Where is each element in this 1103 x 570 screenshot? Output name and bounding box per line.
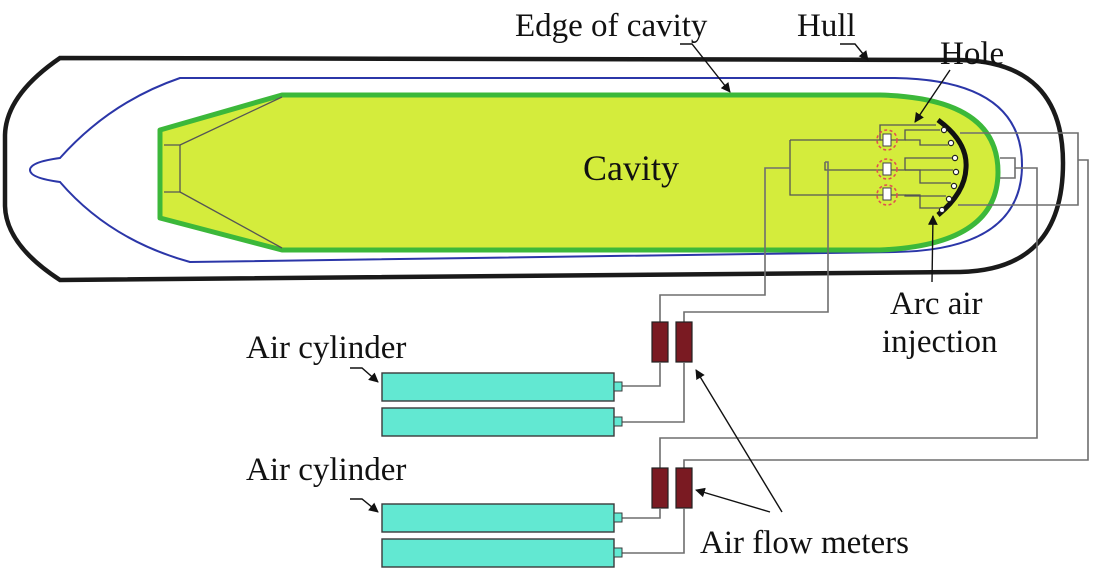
air-cylinder — [381, 538, 615, 568]
label-hull: Hull — [797, 8, 856, 44]
cavity-area — [157, 92, 1001, 253]
flow-meter-lower-left — [651, 467, 669, 509]
supply-pipes — [659, 132, 1089, 468]
flow-meter-lower-right — [675, 467, 693, 509]
leader-arc-injection — [927, 215, 938, 283]
leader-cylinder-top — [350, 367, 379, 383]
arc-injector-shell — [936, 117, 969, 217]
flow-meter-upper-right — [675, 321, 693, 363]
label-air-cylinder-top: Air cylinder — [246, 330, 406, 366]
hole-marker — [876, 184, 898, 206]
leader-flow-meter-lower — [695, 487, 771, 513]
air-cylinder — [381, 503, 615, 533]
air-cylinder — [381, 372, 615, 402]
label-arc-air-injection-line1: Arc air — [890, 286, 983, 322]
hole-marker — [876, 158, 898, 180]
label-air-cylinder-bottom: Air cylinder — [246, 452, 406, 488]
hole-marker — [876, 129, 898, 151]
leader-flow-meter-upper — [695, 369, 783, 513]
arc-injector-holes — [938, 126, 960, 214]
label-cavity: Cavity — [583, 148, 679, 188]
label-arc-air-injection-line2: injection — [882, 324, 997, 360]
air-cylinder-group-bottom — [381, 503, 623, 568]
internal-manifold — [789, 124, 953, 209]
leader-lines — [350, 43, 951, 513]
leader-edge-of-cavity — [680, 43, 731, 93]
leader-cylinder-bottom — [350, 498, 379, 513]
hole-markers — [876, 129, 898, 206]
air-cylinder-group-top — [381, 372, 623, 437]
label-air-flow-meters: Air flow meters — [700, 525, 909, 561]
hull-outline — [2, 55, 1066, 283]
cylinder-pipes — [622, 362, 685, 554]
leader-hull — [840, 43, 869, 61]
inner-blue-line — [28, 77, 1024, 264]
cavity-front-facets — [164, 96, 283, 249]
label-edge-of-cavity: Edge of cavity — [515, 8, 708, 44]
flow-meter-upper-left — [651, 321, 669, 363]
leader-hole — [914, 69, 951, 123]
air-cylinder — [381, 407, 615, 437]
label-hole: Hole — [940, 36, 1004, 72]
